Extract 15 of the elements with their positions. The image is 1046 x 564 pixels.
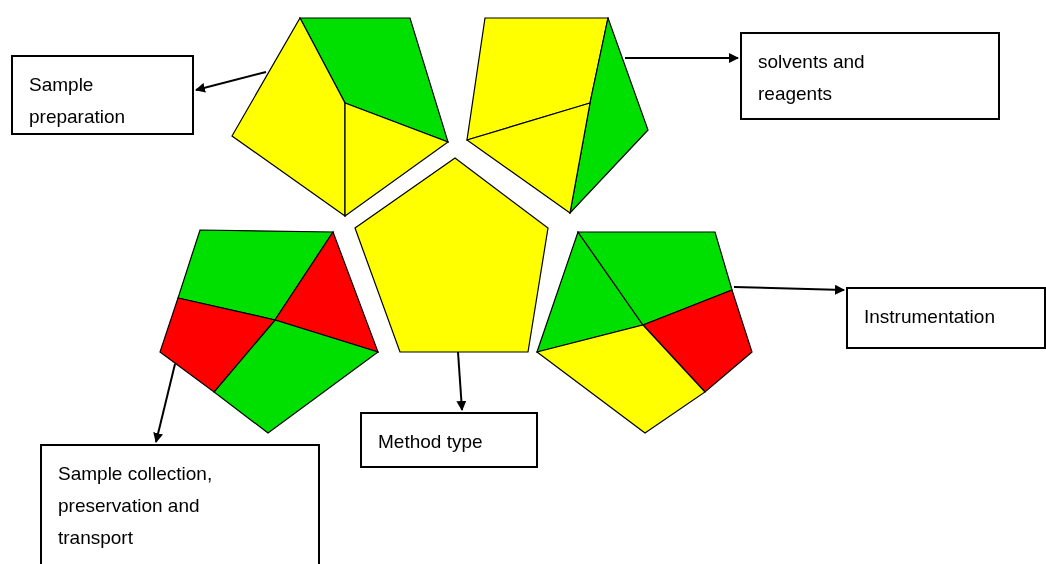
- arrow: [624, 53, 739, 63]
- pentagon-pictogram: [159, 229, 379, 434]
- label-box: Sample preparation: [11, 55, 194, 135]
- pentagon-pictogram: [536, 231, 753, 434]
- pentagon-pictogram: [466, 17, 649, 214]
- pentagon-pictogram: [231, 17, 449, 217]
- label-box: solvents and reagents: [740, 32, 1000, 120]
- arrow: [153, 363, 176, 443]
- arrow: [195, 71, 267, 93]
- label-box: Instrumentation: [846, 287, 1046, 349]
- pentagon-pictogram: [354, 157, 549, 353]
- arrow: [733, 284, 845, 295]
- arrow: [456, 351, 467, 411]
- label-box: Sample collection, preservation and transport: [40, 444, 320, 564]
- label-box: Method type: [360, 412, 538, 468]
